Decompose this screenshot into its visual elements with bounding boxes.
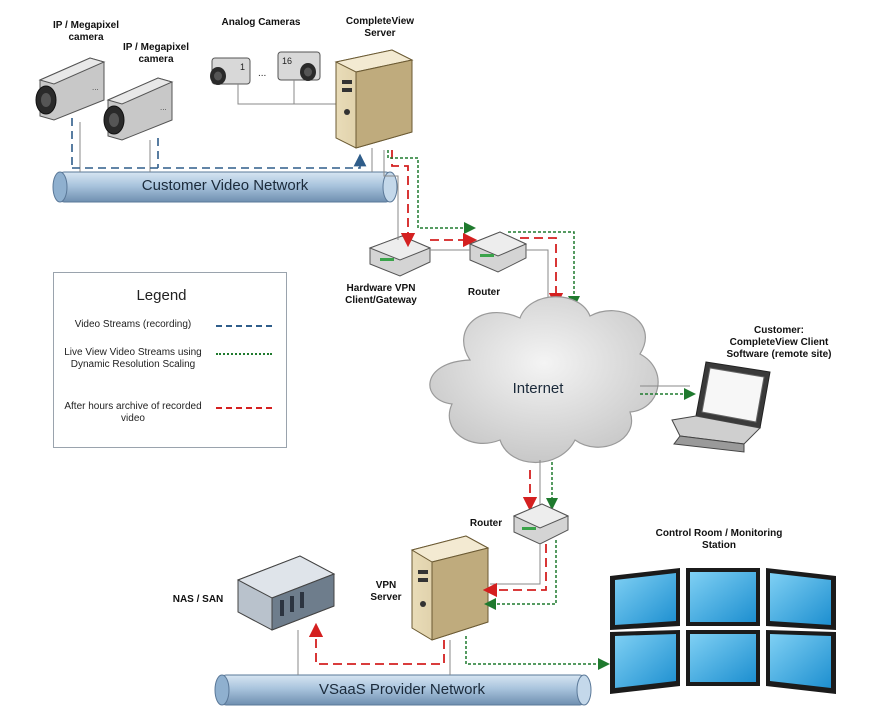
nas-san-label: NAS / SAN xyxy=(172,594,224,605)
analog-camera-16-icon xyxy=(277,51,321,81)
vpn-server-label: VPN Server xyxy=(370,580,402,603)
legend-item-recording-line xyxy=(216,325,272,327)
ip-camera-links xyxy=(71,118,367,172)
vsaas-network-label: VSaaS Provider Network xyxy=(319,681,485,698)
ip-camera-1-icon: ... xyxy=(35,57,106,121)
ip-camera-1-label: IP / Megapixel camera xyxy=(53,20,119,43)
internet-to-client-links xyxy=(640,385,696,400)
legend-title: Legend xyxy=(136,287,187,304)
svg-text:...: ... xyxy=(160,103,167,112)
ip-camera-2-icon: ... xyxy=(103,77,174,141)
svg-text:...: ... xyxy=(92,83,99,92)
laptop-icon xyxy=(671,361,771,453)
control-room-label: Control Room / Monitoring Station xyxy=(655,528,783,551)
control-room-monitors-icon xyxy=(610,568,836,694)
vpn-server-icon xyxy=(410,535,490,641)
customer-uplink-lines xyxy=(383,150,580,308)
router-to-vpn-links xyxy=(308,540,610,675)
analog-cam-1-number: 1 xyxy=(240,62,245,72)
legend-box: Legend Video Streams (recording) Live Vi… xyxy=(53,272,287,448)
analog-camera-links xyxy=(237,80,340,105)
completeview-server-icon xyxy=(334,49,414,149)
analog-cameras-label: Analog Cameras xyxy=(221,17,301,28)
customer-network-pipe xyxy=(52,171,398,203)
router-top-icon xyxy=(468,231,528,273)
customer-client-label: Customer: CompleteView Client Software (… xyxy=(726,325,832,360)
legend-item-liveview-line xyxy=(216,353,272,355)
legend-item-recording-label: Video Streams (recording) xyxy=(74,319,192,330)
hardware-vpn-label: Hardware VPN Client/Gateway xyxy=(345,283,417,306)
customer-network-label: Customer Video Network xyxy=(141,177,309,194)
internet-label: Internet xyxy=(512,380,564,397)
internet-to-vsaas-links xyxy=(522,460,558,512)
legend-item-archive-label: After hours archive of recorded video xyxy=(64,401,202,424)
vsaas-network-pipe xyxy=(214,674,592,706)
router-bottom-label: Router xyxy=(469,518,503,529)
nas-san-icon xyxy=(236,555,336,631)
ip-camera-2-label: IP / Megapixel camera xyxy=(123,42,189,65)
router-top-label: Router xyxy=(467,287,501,298)
legend-item-archive-line xyxy=(216,407,272,409)
analog-cam-16-number: 16 xyxy=(282,56,292,66)
completeview-server-label: CompleteView Server xyxy=(345,16,415,39)
router-bottom-icon xyxy=(512,503,570,545)
hardware-vpn-icon xyxy=(368,235,432,277)
analog-cam-ellipsis: ... xyxy=(258,68,266,79)
legend-item-liveview-label: Live View Video Streams using Dynamic Re… xyxy=(64,347,202,370)
analog-camera-1-icon xyxy=(210,57,251,85)
internet-cloud-icon xyxy=(429,296,659,463)
